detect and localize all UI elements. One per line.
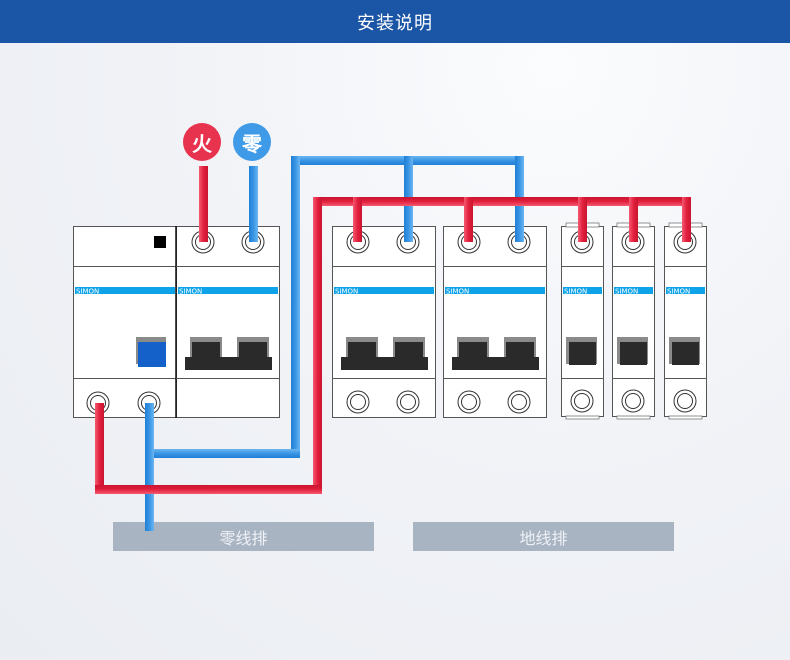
breaker-branch-1p-b: SIMON <box>612 222 655 420</box>
terminal <box>673 389 697 413</box>
svg-text:SIMON: SIMON <box>179 288 202 296</box>
brand-strip <box>75 287 175 294</box>
toggle-lever <box>185 342 272 370</box>
toggle-lever <box>672 342 699 365</box>
page-header: 安装说明 <box>0 0 790 43</box>
neutral-busbar-label: 零线排 <box>219 528 268 548</box>
ground-busbar: 地线排 <box>413 522 674 551</box>
rcd-toggle <box>138 342 166 367</box>
breaker-rcd: SIMON <box>73 226 177 418</box>
breaker-branch-2p-b: SIMON <box>443 226 547 418</box>
toggle-lever <box>452 342 539 370</box>
svg-text:SIMON: SIMON <box>446 288 469 296</box>
brand-strip <box>666 287 705 294</box>
test-button-icon <box>154 236 166 248</box>
page-title: 安装说明 <box>357 12 433 34</box>
brand-strip <box>334 287 434 294</box>
svg-text:SIMON: SIMON <box>615 288 638 296</box>
terminal <box>396 390 420 414</box>
terminal <box>570 389 594 413</box>
breaker-branch-1p-c: SIMON <box>664 222 707 420</box>
neutral-badge-label: 零 <box>242 131 262 156</box>
neutral-busbar: 零线排 <box>113 522 374 551</box>
brand-strip <box>614 287 653 294</box>
svg-text:SIMON: SIMON <box>335 288 358 296</box>
live-badge-label: 火 <box>192 131 212 156</box>
terminal <box>457 390 481 414</box>
neutral-input-wire <box>249 166 258 242</box>
brand-strip <box>445 287 545 294</box>
live-input-wire <box>199 166 208 242</box>
toggle-lever <box>341 342 428 370</box>
svg-text:SIMON: SIMON <box>564 288 587 296</box>
breaker-main: SIMON <box>175 226 280 418</box>
svg-text:SIMON: SIMON <box>76 288 99 296</box>
brand-strip <box>563 287 602 294</box>
terminal <box>621 389 645 413</box>
brand-strip <box>178 287 278 294</box>
toggle-lever <box>569 342 596 365</box>
terminal <box>346 390 370 414</box>
live-badge: 火 <box>183 123 221 161</box>
breaker-branch-2p-a: SIMON <box>332 226 436 418</box>
svg-text:SIMON: SIMON <box>667 288 690 296</box>
live-wire <box>95 197 691 494</box>
ground-busbar-label: 地线排 <box>519 528 568 548</box>
toggle-lever <box>620 342 647 365</box>
neutral-badge: 零 <box>233 123 271 161</box>
terminal <box>507 390 531 414</box>
breaker-branch-1p-a: SIMON <box>561 222 604 420</box>
